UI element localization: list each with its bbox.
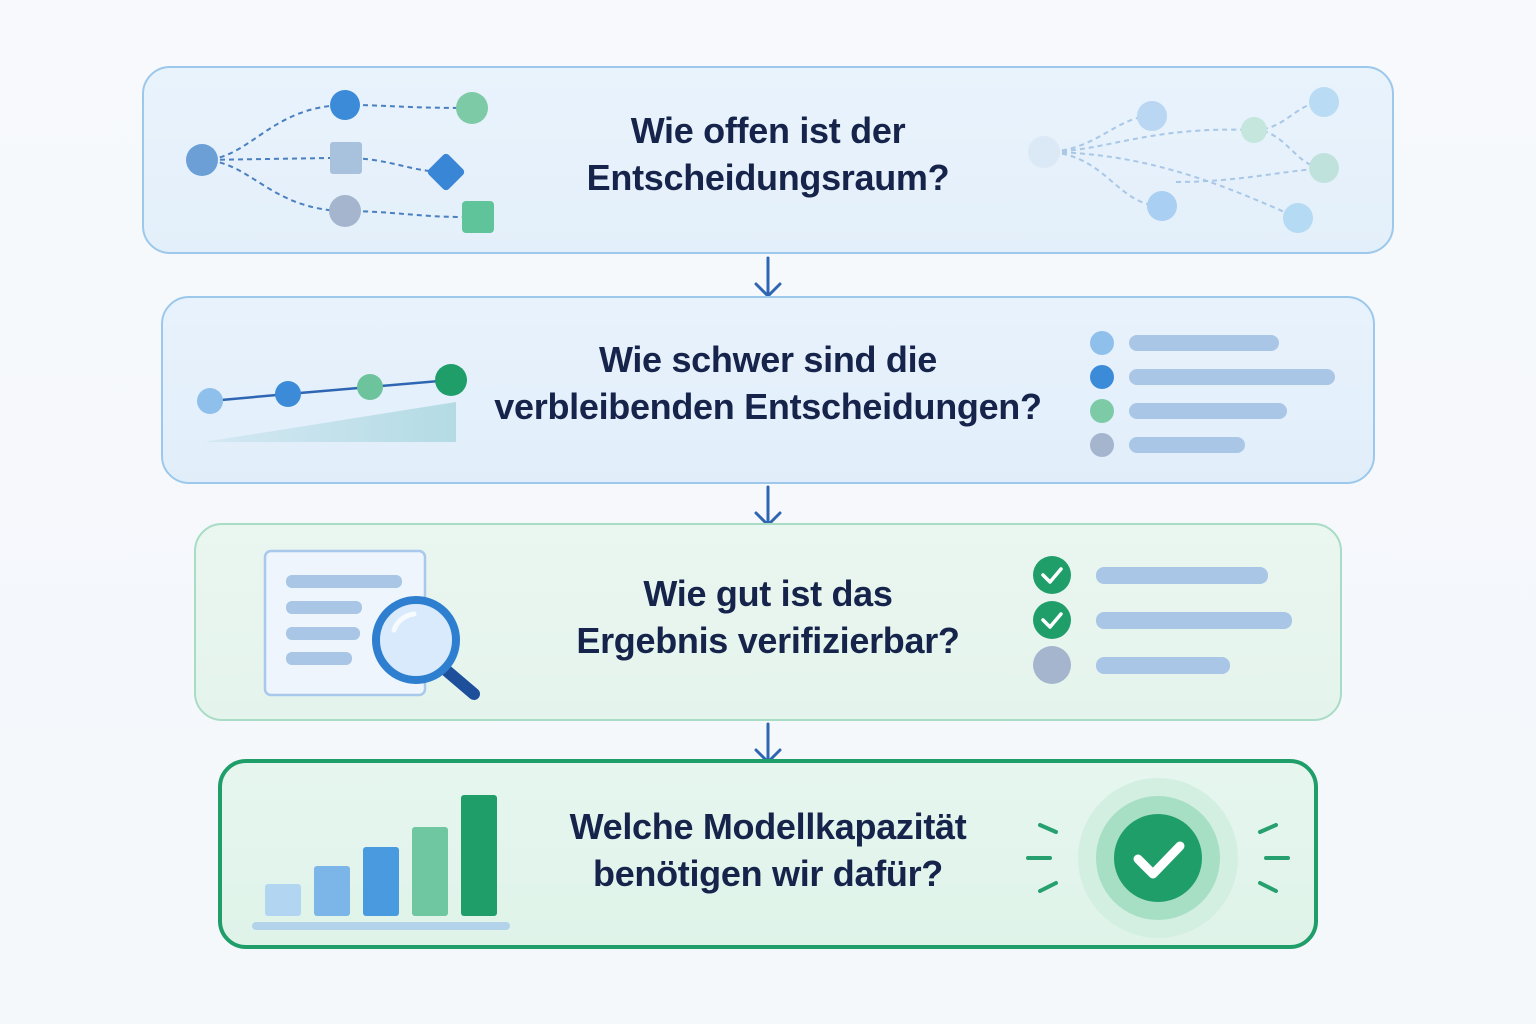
step-4-line-1: Welche Modellkapazität <box>569 806 967 847</box>
step-2-line-2: verbleibenden Entscheidungen? <box>494 386 1042 427</box>
checklist-icon <box>1033 556 1292 684</box>
step-1-line-2: Entscheidungsraum? <box>586 157 950 198</box>
step-2-line-1: Wie schwer sind die <box>598 339 938 380</box>
step-3-question: Wie gut ist das Ergebnis verifizierbar? <box>470 570 1066 664</box>
capacity-bar-chart-icon <box>252 795 510 930</box>
success-check-icon <box>1026 778 1290 938</box>
decision-tree-icon <box>186 90 494 233</box>
arrow-1-to-2 <box>754 256 782 298</box>
step-4-question: Welche Modellkapazität benötigen wir daf… <box>470 803 1066 897</box>
faded-decision-tree-icon <box>1028 87 1339 233</box>
difficulty-line-icon <box>197 364 467 442</box>
document-search-icon <box>263 549 480 700</box>
step-4-line-2: benötigen wir dafür? <box>593 853 943 894</box>
step-1-question: Wie offen ist der Entscheidungsraum? <box>470 107 1066 201</box>
step-2-question: Wie schwer sind die verbleibenden Entsch… <box>470 336 1066 430</box>
step-1-line-1: Wie offen ist der <box>630 110 906 151</box>
step-3-line-2: Ergebnis verifizierbar? <box>576 620 960 661</box>
step-3-line-1: Wie gut ist das <box>643 573 893 614</box>
bullet-list-icon <box>1090 331 1335 457</box>
